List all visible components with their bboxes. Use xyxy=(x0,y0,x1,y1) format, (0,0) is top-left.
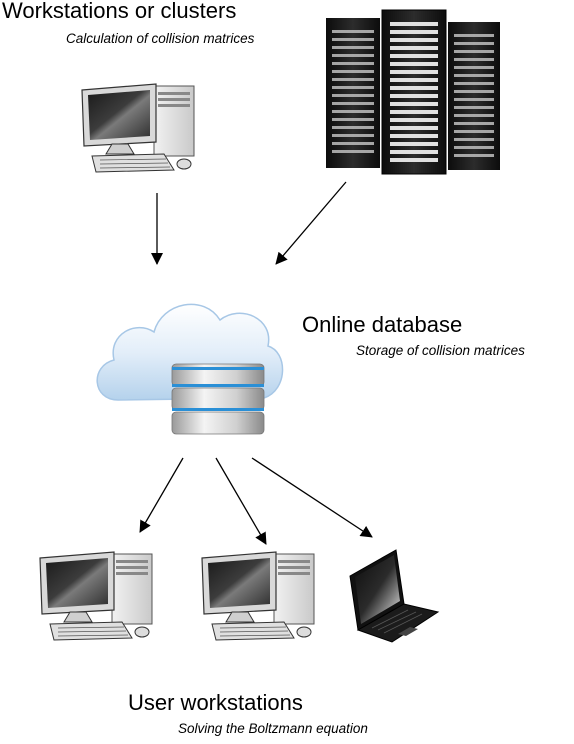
cloud-database-icon xyxy=(96,303,284,435)
database-section-title: Online database xyxy=(302,312,463,337)
arrow-database-to-user-middle xyxy=(215,457,267,545)
desktop-computer-icon xyxy=(81,83,195,173)
database-section-subtitle: Storage of collision matrices xyxy=(356,343,525,358)
arrow-database-to-laptop xyxy=(251,457,373,538)
arrow-database-to-user-left xyxy=(139,457,184,533)
users-section-subtitle: Solving the Boltzmann equation xyxy=(178,721,368,736)
desktop-computer-icon xyxy=(201,551,315,641)
desktop-computer-icon xyxy=(39,551,153,641)
compute-section-subtitle: Calculation of collision matrices xyxy=(66,31,255,46)
server-rack-icon xyxy=(326,9,500,175)
arrow-servers-to-database xyxy=(275,181,347,265)
compute-section-title: Workstations or clusters xyxy=(2,0,237,23)
users-section-title: User workstations xyxy=(128,690,303,715)
database-stack xyxy=(171,363,265,435)
laptop-icon xyxy=(349,549,440,643)
